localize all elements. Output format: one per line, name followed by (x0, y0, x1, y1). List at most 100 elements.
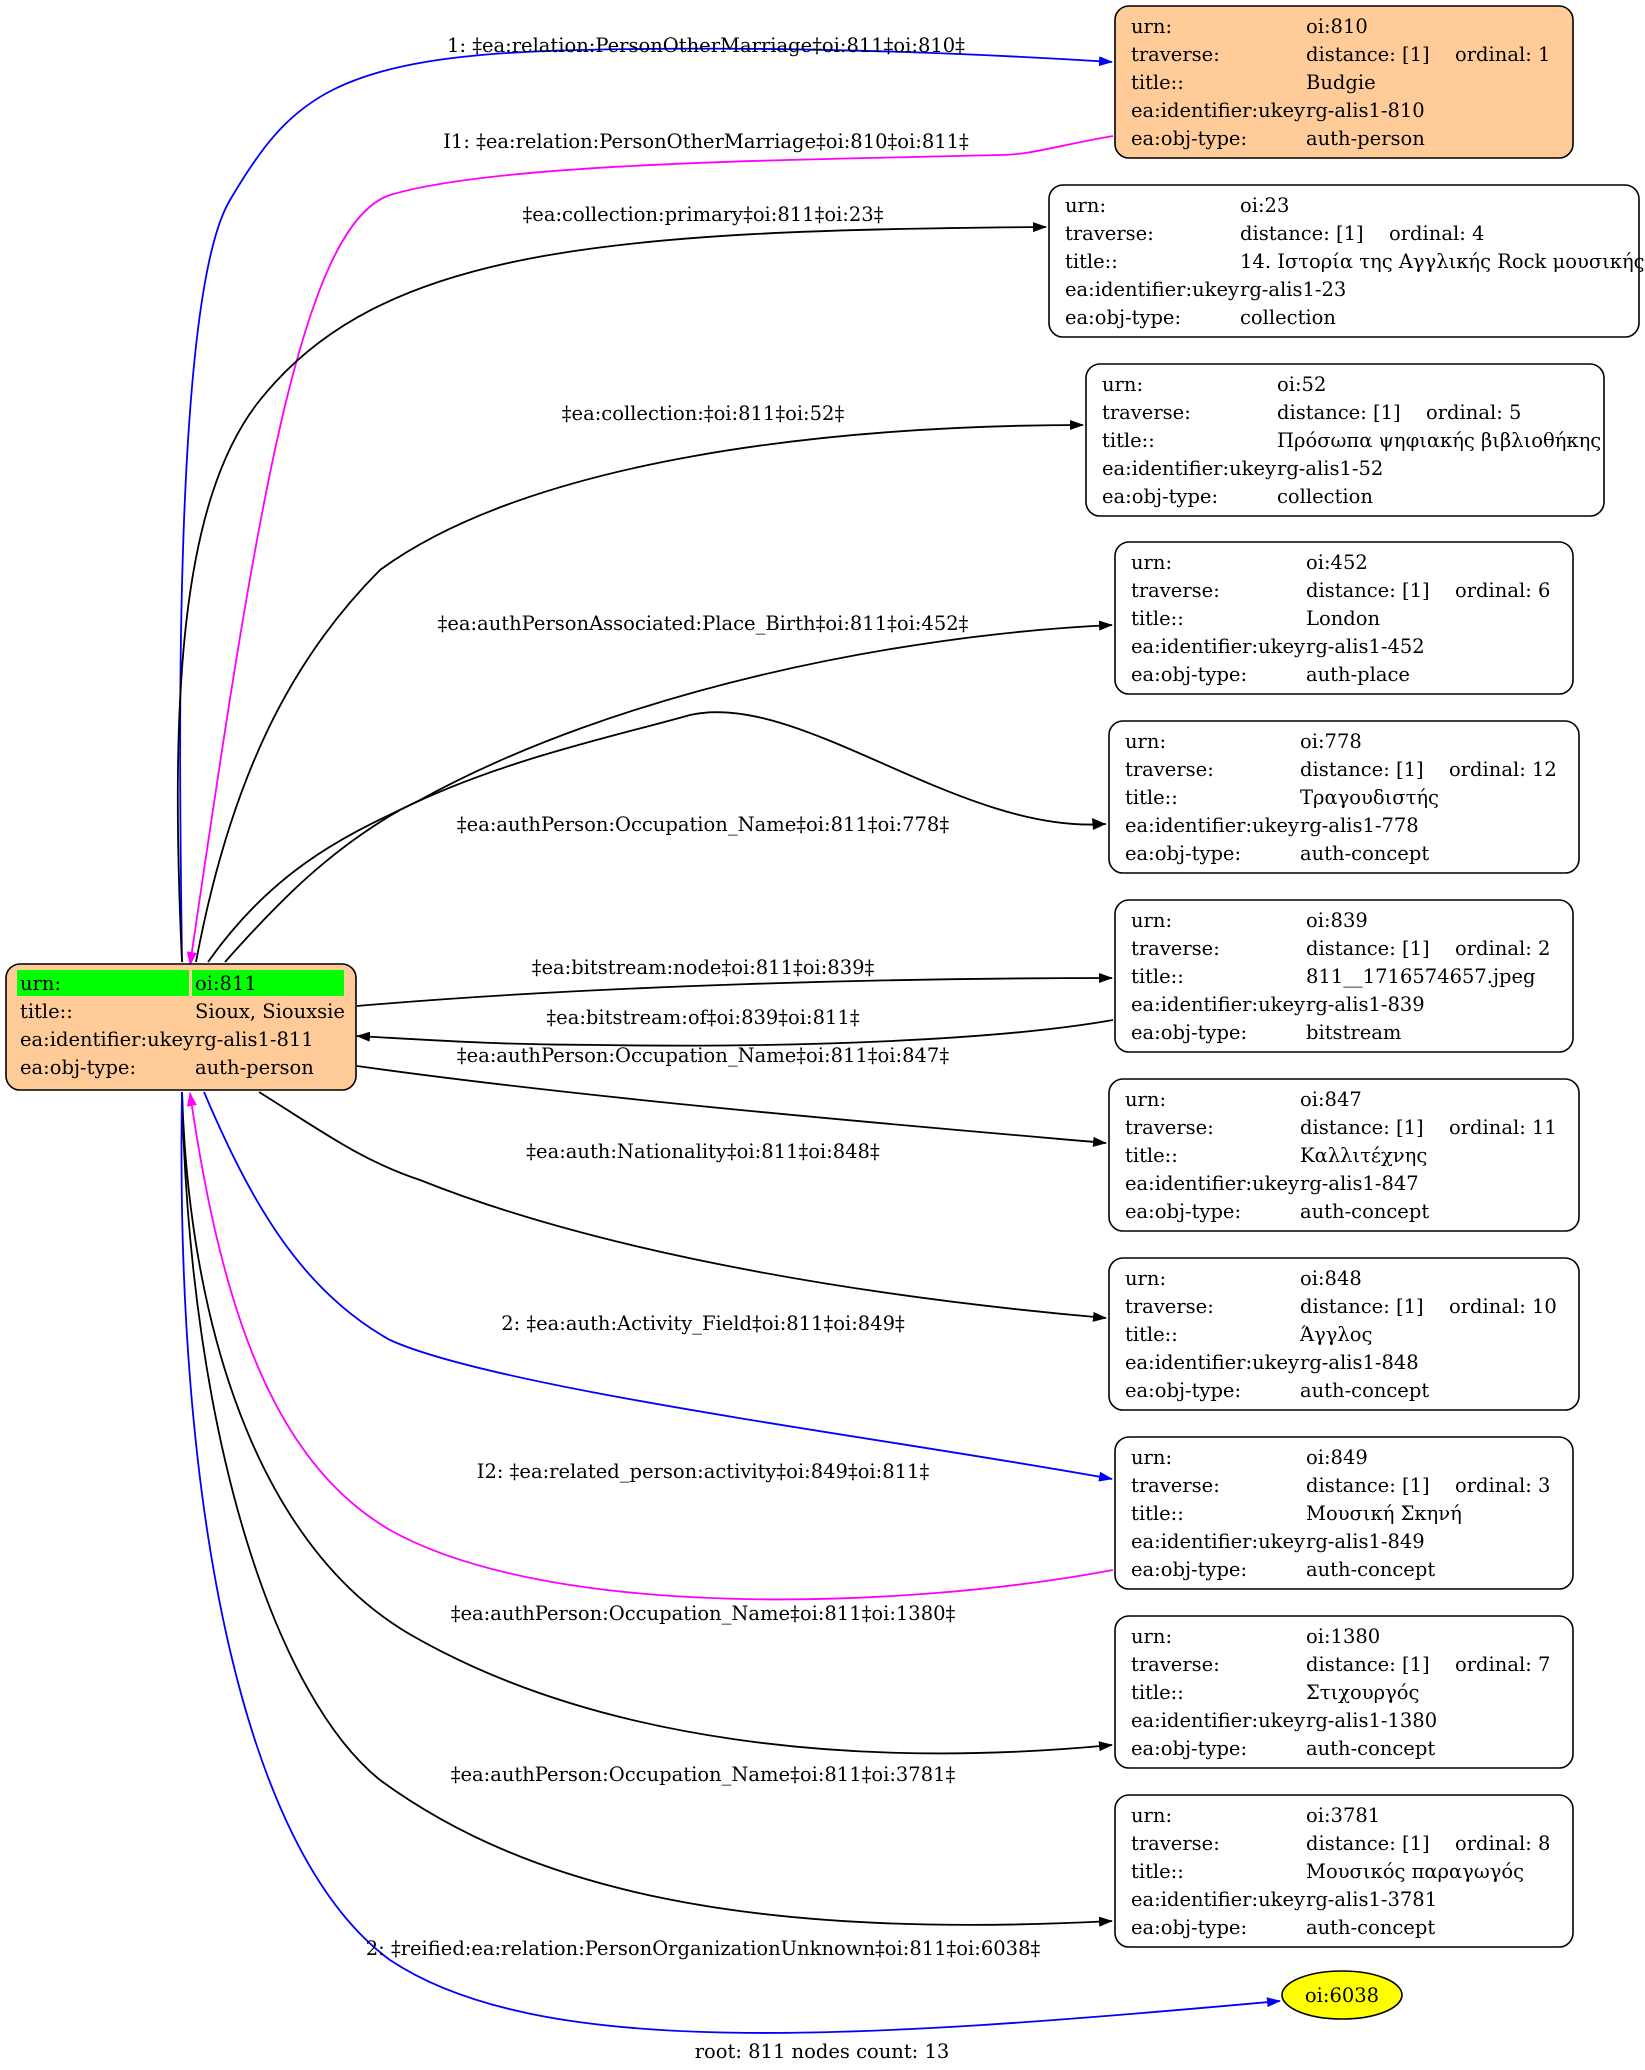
node-value-ordinal: ordinal: 10 (1449, 1295, 1557, 1318)
edge-e13 (181, 1091, 1113, 1755)
edge-label-e7: ‡ea:bitstream:node‡oi:811‡oi:839‡ (532, 956, 875, 979)
node-key-title: title:: (1131, 71, 1184, 94)
node-key-type: ea:obj-type: (1125, 842, 1241, 865)
node-value-ukey: rg-alis1-778 (1300, 814, 1419, 837)
node-key-type: ea:obj-type: (1125, 1200, 1241, 1223)
node-box (1114, 1436, 1574, 1590)
node-key-urn: urn: (1131, 1804, 1172, 1827)
node-value-title: Καλλιτέχνης (1300, 1144, 1427, 1167)
node-value-traverse: distance: [1] (1240, 222, 1364, 245)
node-key-title: title:: (1131, 607, 1184, 630)
node-key-title: title:: (1125, 1144, 1178, 1167)
node-key-ukey: ea:identifier:ukey (1125, 814, 1299, 837)
node-value-title: 14. Ιστορία της Αγγλικής Rock μουσικής (1240, 250, 1645, 273)
ellipse-node-label: oi:6038 (1305, 1984, 1379, 2007)
node-value-traverse: distance: [1] (1306, 1653, 1430, 1676)
edge-label-e3: ‡ea:collection:primary‡oi:811‡oi:23‡ (523, 203, 884, 226)
node-value-type: auth-concept (1300, 1200, 1429, 1223)
node-key-urn: urn: (1125, 1088, 1166, 1111)
node-value-ordinal: ordinal: 8 (1455, 1832, 1550, 1855)
node-value-type: collection (1277, 485, 1373, 508)
node-value-traverse: distance: [1] (1300, 1295, 1424, 1318)
edge-label-e1: 1: ‡ea:relation:PersonOtherMarriage‡oi:8… (447, 34, 965, 57)
node-key-traverse: traverse: (1125, 758, 1214, 781)
node-value-ordinal: ordinal: 2 (1455, 937, 1550, 960)
node-value-title: London (1306, 607, 1380, 630)
node-key-ukey: ea:identifier:ukey (1102, 457, 1276, 480)
root-value: auth-person (195, 1056, 314, 1079)
node-key-type: ea:obj-type: (1131, 1916, 1247, 1939)
node-value-title: Πρόσωπα ψηφιακής βιβλιοθήκης (1277, 429, 1601, 452)
node-value-urn: oi:452 (1306, 551, 1368, 574)
edge-label-e12: I2: ‡ea:related_person:activity‡oi:849‡o… (477, 1460, 930, 1483)
node-value-ukey: rg-alis1-1380 (1306, 1709, 1437, 1732)
node-value-traverse: distance: [1] (1306, 1832, 1430, 1855)
edge-label-e2: I1: ‡ea:relation:PersonOtherMarriage‡oi:… (443, 130, 969, 153)
node-key-urn: urn: (1125, 1267, 1166, 1290)
node-box (1108, 720, 1580, 874)
node-box (1114, 5, 1574, 159)
node-key-ukey: ea:identifier:ukey (1065, 278, 1239, 301)
node-value-title: Άγγλος (1299, 1323, 1372, 1346)
node-key-type: ea:obj-type: (1065, 306, 1181, 329)
edge-label-e6: ‡ea:authPerson:Occupation_Name‡oi:811‡oi… (457, 813, 949, 836)
edge-e10 (258, 1091, 1107, 1322)
node-oi-6038[interactable]: oi:6038 (1281, 1970, 1403, 2020)
node-box (1085, 363, 1605, 517)
edge-e6-arrowhead (1092, 818, 1106, 830)
node-value-type: collection (1240, 306, 1336, 329)
node-value-urn: oi:1380 (1306, 1625, 1380, 1648)
node-box (1048, 184, 1640, 338)
node-value-urn: oi:778 (1300, 730, 1362, 753)
root-value: Sioux, Siouxsie (195, 1000, 345, 1023)
root-value-highlight (192, 970, 344, 996)
edge-e3 (176, 222, 1047, 963)
node-key-traverse: traverse: (1131, 1474, 1220, 1497)
node-value-traverse: distance: [1] (1306, 937, 1430, 960)
node-value-urn: oi:810 (1306, 15, 1368, 38)
edge-e4 (195, 420, 1084, 963)
node-key-ukey: ea:identifier:ukey (1131, 993, 1305, 1016)
node-value-title: Τραγουδιστής (1300, 786, 1439, 809)
node-key-title: title:: (1131, 965, 1184, 988)
node-value-ordinal: ordinal: 11 (1449, 1116, 1557, 1139)
edge-e12 (186, 1092, 1114, 1601)
node-key-type: ea:obj-type: (1131, 663, 1247, 686)
node-value-traverse: distance: [1] (1306, 43, 1430, 66)
edge-label-e11: 2: ‡ea:auth:Activity_Field‡oi:811‡oi:849… (501, 1312, 905, 1335)
edge-e5 (207, 620, 1113, 963)
node-value-ordinal: ordinal: 1 (1455, 43, 1550, 66)
node-value-title: Στιχουργός (1306, 1681, 1419, 1704)
edge-label-e13: ‡ea:authPerson:Occupation_Name‡oi:811‡oi… (451, 1602, 956, 1625)
node-value-title: Μουσικός παραγωγός (1306, 1860, 1524, 1883)
node-value-type: auth-concept (1306, 1737, 1435, 1760)
node-key-title: title:: (1102, 429, 1155, 452)
root-key-highlight (17, 970, 189, 996)
edge-e7 (356, 973, 1113, 1007)
node-value-ukey: rg-alis1-452 (1306, 635, 1425, 658)
node-key-traverse: traverse: (1131, 1832, 1220, 1855)
node-key-traverse: traverse: (1131, 579, 1220, 602)
node-key-ukey: ea:identifier:ukey (1125, 1172, 1299, 1195)
nodes: urn: oi:810 traverse: distance: [1] ordinal:… (5, 5, 1645, 2020)
node-value-urn: oi:849 (1306, 1446, 1368, 1469)
node-key-type: ea:obj-type: (1125, 1379, 1241, 1402)
node-key-urn: urn: (1131, 551, 1172, 574)
node-key-type: ea:obj-type: (1131, 127, 1247, 150)
edge-e2 (186, 135, 1114, 966)
node-value-type: auth-concept (1300, 1379, 1429, 1402)
